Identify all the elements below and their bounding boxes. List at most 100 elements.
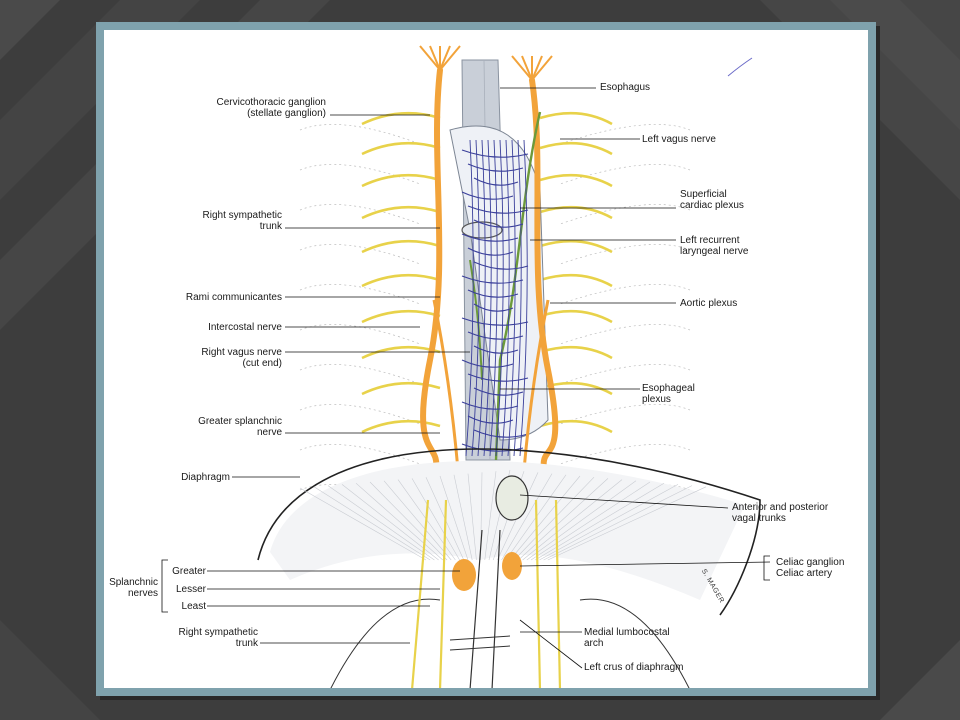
- rib-outline-right: [559, 404, 691, 425]
- label-line: Lesser: [175, 584, 206, 595]
- plexus-fiber: [461, 401, 519, 410]
- rib-outline-left: [299, 364, 421, 385]
- rib-outline-left: [299, 444, 421, 465]
- rib-outline-right: [559, 324, 691, 345]
- intercostal-nerve-left: [361, 111, 441, 126]
- label-line: trunk: [235, 638, 258, 649]
- label-line: Left recurrent: [680, 235, 740, 246]
- lower-sympathetic-fiber: [534, 499, 542, 688]
- splanchnic-bracket: [161, 559, 168, 613]
- diaphragm-fiber: [484, 471, 497, 561]
- diaphragm-fiber: [539, 484, 679, 561]
- diaphragm-fiber: [341, 484, 439, 561]
- stellate-branch: [429, 45, 441, 71]
- diaphragm-fiber: [439, 475, 469, 561]
- renal-artery: [449, 635, 511, 651]
- label-line: Right sympathetic: [178, 627, 258, 638]
- intercostal-nerve-right: [539, 345, 613, 360]
- intercostal-nerve-left: [361, 205, 441, 220]
- label-esophagus: Esophagus: [600, 82, 650, 93]
- label-line: Left crus of diaphragm: [584, 662, 684, 673]
- celiac-ganglion-left: [502, 552, 522, 580]
- plexus-fiber: [467, 205, 529, 214]
- label-line: Aortic plexus: [680, 298, 738, 309]
- diaphragm-fiber: [369, 481, 448, 561]
- label-lesser: Lesser: [176, 584, 206, 595]
- rib-outline-right: [559, 244, 691, 265]
- left-vagus-nerve: [494, 111, 542, 461]
- greater-splanchnic-nerve-left: [522, 299, 550, 471]
- rib-outline-right: [559, 284, 691, 305]
- plexus-fiber-vertical: [507, 139, 516, 457]
- plexus-fiber-vertical: [495, 139, 504, 457]
- plexus-fiber: [461, 275, 524, 284]
- plexus-fiber: [467, 373, 529, 382]
- label-line: plexus: [642, 394, 671, 405]
- intercostal-nerve-left: [361, 173, 441, 188]
- intercostal-nerve-left: [361, 273, 441, 288]
- plexus-fiber-vertical: [465, 139, 474, 457]
- plexus-fiber: [473, 429, 529, 438]
- label-line: Least: [181, 601, 206, 612]
- diaphragm-fiber: [530, 481, 651, 561]
- label-line: Right vagus nerve: [201, 347, 282, 358]
- right-sympathetic-trunk: [420, 67, 443, 473]
- label-line: Medial lumbocostal: [584, 627, 670, 638]
- abdominal-aorta: [469, 529, 501, 688]
- rib-outline-right: [559, 164, 691, 185]
- plexus-fiber-vertical: [471, 139, 480, 457]
- label-line: Cervicothoracic ganglion: [216, 97, 326, 108]
- rib-outline-left: [299, 204, 421, 225]
- label-left-crus: Left crus of diaphragm: [584, 662, 684, 673]
- plexus-fiber: [461, 359, 514, 368]
- intercostal-nerve-left: [361, 141, 441, 156]
- label-line: cardiac plexus: [680, 200, 744, 211]
- label-line: Greater splanchnic: [198, 416, 282, 427]
- diaphragm-fiber: [313, 486, 431, 561]
- label-line: Left vagus nerve: [642, 134, 716, 145]
- label-stellate: Cervicothoracic ganglion(stellate gangli…: [216, 97, 326, 119]
- plexus-fiber-vertical: [489, 139, 498, 457]
- intercostal-nerve-left: [361, 381, 441, 396]
- rib-outline-right: [559, 124, 691, 145]
- aorta-cut-end: [461, 221, 503, 239]
- label-greater: Greater: [172, 566, 206, 577]
- label-line: Rami communicantes: [185, 292, 282, 303]
- label-line: laryngeal nerve: [680, 246, 749, 257]
- label-line: Right sympathetic: [202, 210, 282, 221]
- rib-outline-left: [299, 324, 421, 345]
- diaphragm-fiber: [453, 474, 473, 561]
- label-line: vagal trunks: [732, 513, 786, 524]
- celiac-bracket: [763, 555, 770, 581]
- diaphragm-fiber: [513, 476, 595, 561]
- plexus-fiber: [473, 261, 529, 270]
- rib-outline-left: [299, 164, 421, 185]
- rib-outline-left: [299, 404, 421, 425]
- diaphragm-fiber: [526, 480, 637, 561]
- stellate-branch: [531, 55, 553, 81]
- lower-sympathetic-fiber: [411, 499, 430, 688]
- intercostal-nerve-left: [361, 419, 441, 434]
- plexus-fiber-vertical: [501, 139, 510, 457]
- intercostal-nerve-left: [361, 309, 441, 324]
- diaphragm-fiber: [509, 475, 581, 561]
- greater-splanchnic-nerve: [432, 299, 460, 471]
- plexus-fiber: [461, 233, 519, 242]
- diaphragm-fiber: [518, 478, 609, 561]
- label-left-vagus: Left vagus nerve: [642, 134, 716, 145]
- plexus-fiber-vertical: [483, 139, 492, 457]
- plexus-fiber: [473, 303, 514, 312]
- rib-outline-right: [559, 204, 691, 225]
- rib-outline-left: [299, 244, 421, 265]
- leader-line-vagal_trunks: [519, 494, 729, 509]
- label-line: Esophagus: [600, 82, 651, 93]
- label-line: Celiac artery: [776, 568, 833, 579]
- diaphragm-fiber: [411, 478, 460, 561]
- label-least: Least: [182, 601, 206, 612]
- diaphragm-fiber: [355, 482, 443, 561]
